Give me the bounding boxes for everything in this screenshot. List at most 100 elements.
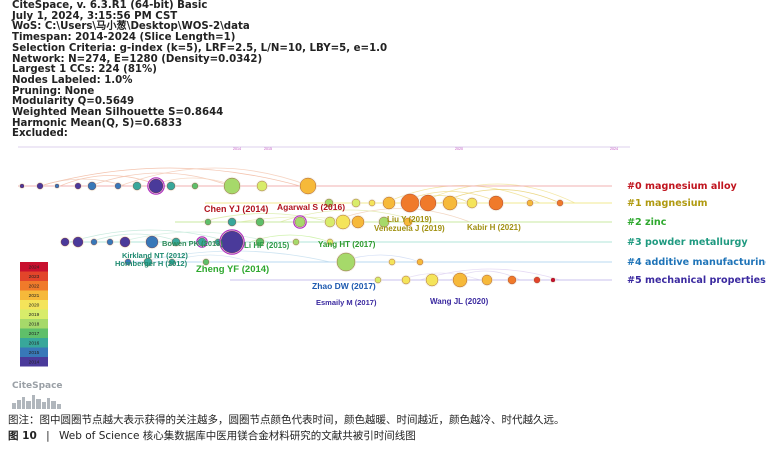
burst-node-ring <box>293 215 307 229</box>
citation-node <box>191 182 199 190</box>
header-line: Modularity Q=0.5649 <box>12 96 135 108</box>
citation-node <box>488 195 504 211</box>
citation-arc <box>169 254 251 263</box>
citation-node <box>202 258 210 266</box>
citation-node <box>550 277 556 283</box>
node-label: Hornberger H (2012) <box>115 259 188 268</box>
citation-node <box>292 238 300 246</box>
header-line: WoS: C:\Users\马小葱\Desktop\WOS-2\data <box>12 21 250 33</box>
citation-node <box>452 272 468 288</box>
citation-node <box>256 180 268 192</box>
citation-node <box>72 236 84 248</box>
citation-node <box>442 195 458 211</box>
citation-node <box>324 216 336 228</box>
cluster-label: #0 magnesium alloy <box>627 181 738 192</box>
node-label: Bowen PK (2013) <box>162 239 223 248</box>
time-axis-tick-label: 2024 <box>610 147 618 151</box>
node-label: Venezuela J (2019) <box>374 224 445 233</box>
citation-arc <box>39 178 126 187</box>
citation-node <box>166 181 176 191</box>
citation-node <box>466 197 478 209</box>
cluster-label: #5 mechanical properties <box>627 275 766 286</box>
logo-skyline-icon <box>12 395 61 409</box>
legend-swatch <box>20 338 48 348</box>
legend-swatch <box>20 290 48 300</box>
citation-node <box>90 238 98 246</box>
legend-swatch <box>20 262 48 272</box>
node-label: Li HF (2015) <box>244 241 290 250</box>
caption-separator: | <box>46 430 50 442</box>
year-color-legend: 2024202320222021202020192018201720162015… <box>20 262 48 367</box>
citation-node <box>87 181 97 191</box>
citation-node <box>388 258 396 266</box>
node-label: Esmaily M (2017) <box>316 298 377 307</box>
citation-node <box>168 258 176 266</box>
legend-year-label: 2018 <box>29 322 40 328</box>
header-line: Largest 1 CCs: 224 (81%) <box>12 64 157 76</box>
legend-swatch <box>20 309 48 319</box>
burst-node-ring <box>196 236 208 248</box>
cluster-labels: #0 magnesium alloy#1 magnesium#2 zinc#3 … <box>627 181 766 286</box>
citation-node <box>403 217 413 227</box>
citation-node <box>382 196 396 210</box>
header-line: Pruning: None <box>12 85 95 97</box>
caption-title-line: 图 10 | Web of Science 核心集数据库中医用镁合金材料研究的文… <box>8 428 758 445</box>
node-labels: Chen YJ (2014)Agarwal S (2016)Liu Y (201… <box>115 202 521 307</box>
header-line: Network: N=274, E=1280 (Density=0.0342) <box>12 53 263 65</box>
burst-node-ring <box>147 177 165 195</box>
citation-arc <box>89 233 181 243</box>
citation-node <box>299 177 317 195</box>
citation-node <box>401 275 411 285</box>
citation-node <box>351 198 361 208</box>
legend-year-label: 2016 <box>29 341 40 347</box>
citation-arc <box>199 213 331 223</box>
citation-node <box>255 237 265 247</box>
citation-node <box>132 181 142 191</box>
legend-year-label: 2023 <box>29 274 40 280</box>
legend-swatch <box>20 357 48 367</box>
time-axis-tick-label: 2014 <box>233 147 241 151</box>
node-label: Agarwal S (2016) <box>277 202 345 212</box>
node-label: Kirkland NT (2012) <box>122 251 188 260</box>
citation-node <box>255 217 265 227</box>
cluster-label: #4 additive manufacturing <box>627 257 766 268</box>
caption-note: 图注：图中圆圈节点越大表示获得的关注越多，圆圈节点颜色代表时间，颜色越暖、时间越… <box>8 414 565 426</box>
citation-node <box>220 230 244 254</box>
citation-arc <box>119 167 311 187</box>
time-axis-tick-label: 2015 <box>264 147 272 151</box>
citation-node <box>351 215 365 229</box>
citation-node <box>145 235 159 249</box>
citation-node <box>119 236 131 248</box>
legend-swatch <box>20 347 48 357</box>
legend-swatch <box>20 271 48 281</box>
header-line: Harmonic Mean(Q, S)=0.6833 <box>12 117 183 129</box>
citation-node <box>556 199 564 207</box>
header-line: Selection Criteria: g-index (k=5), LRF=2… <box>12 42 388 54</box>
caption-title: Web of Science 核心集数据库中医用镁合金材料研究的文献共被引时间线… <box>59 430 416 442</box>
citation-arc <box>69 229 231 243</box>
citation-node <box>106 238 114 246</box>
legend-swatch <box>20 300 48 310</box>
logo-text: CiteSpace <box>12 381 63 391</box>
citation-node <box>204 218 212 226</box>
cluster-label: #1 magnesium <box>627 198 708 209</box>
legend-year-label: 2017 <box>29 331 40 337</box>
citation-node <box>36 182 44 190</box>
citation-node <box>378 216 390 228</box>
citation-node <box>143 257 153 267</box>
legend-year-label: 2014 <box>29 360 40 366</box>
citation-node <box>223 177 241 195</box>
citation-node <box>400 193 420 213</box>
citespace-logo: CiteSpace <box>10 381 70 411</box>
citation-node <box>124 258 132 266</box>
citation-arc <box>119 231 271 243</box>
citation-node <box>324 198 334 208</box>
citation-node <box>19 183 25 189</box>
node-label: Chen YJ (2014) <box>204 204 268 214</box>
burst-node-ring <box>219 229 245 255</box>
citation-node <box>419 194 437 212</box>
citation-node <box>336 252 356 272</box>
